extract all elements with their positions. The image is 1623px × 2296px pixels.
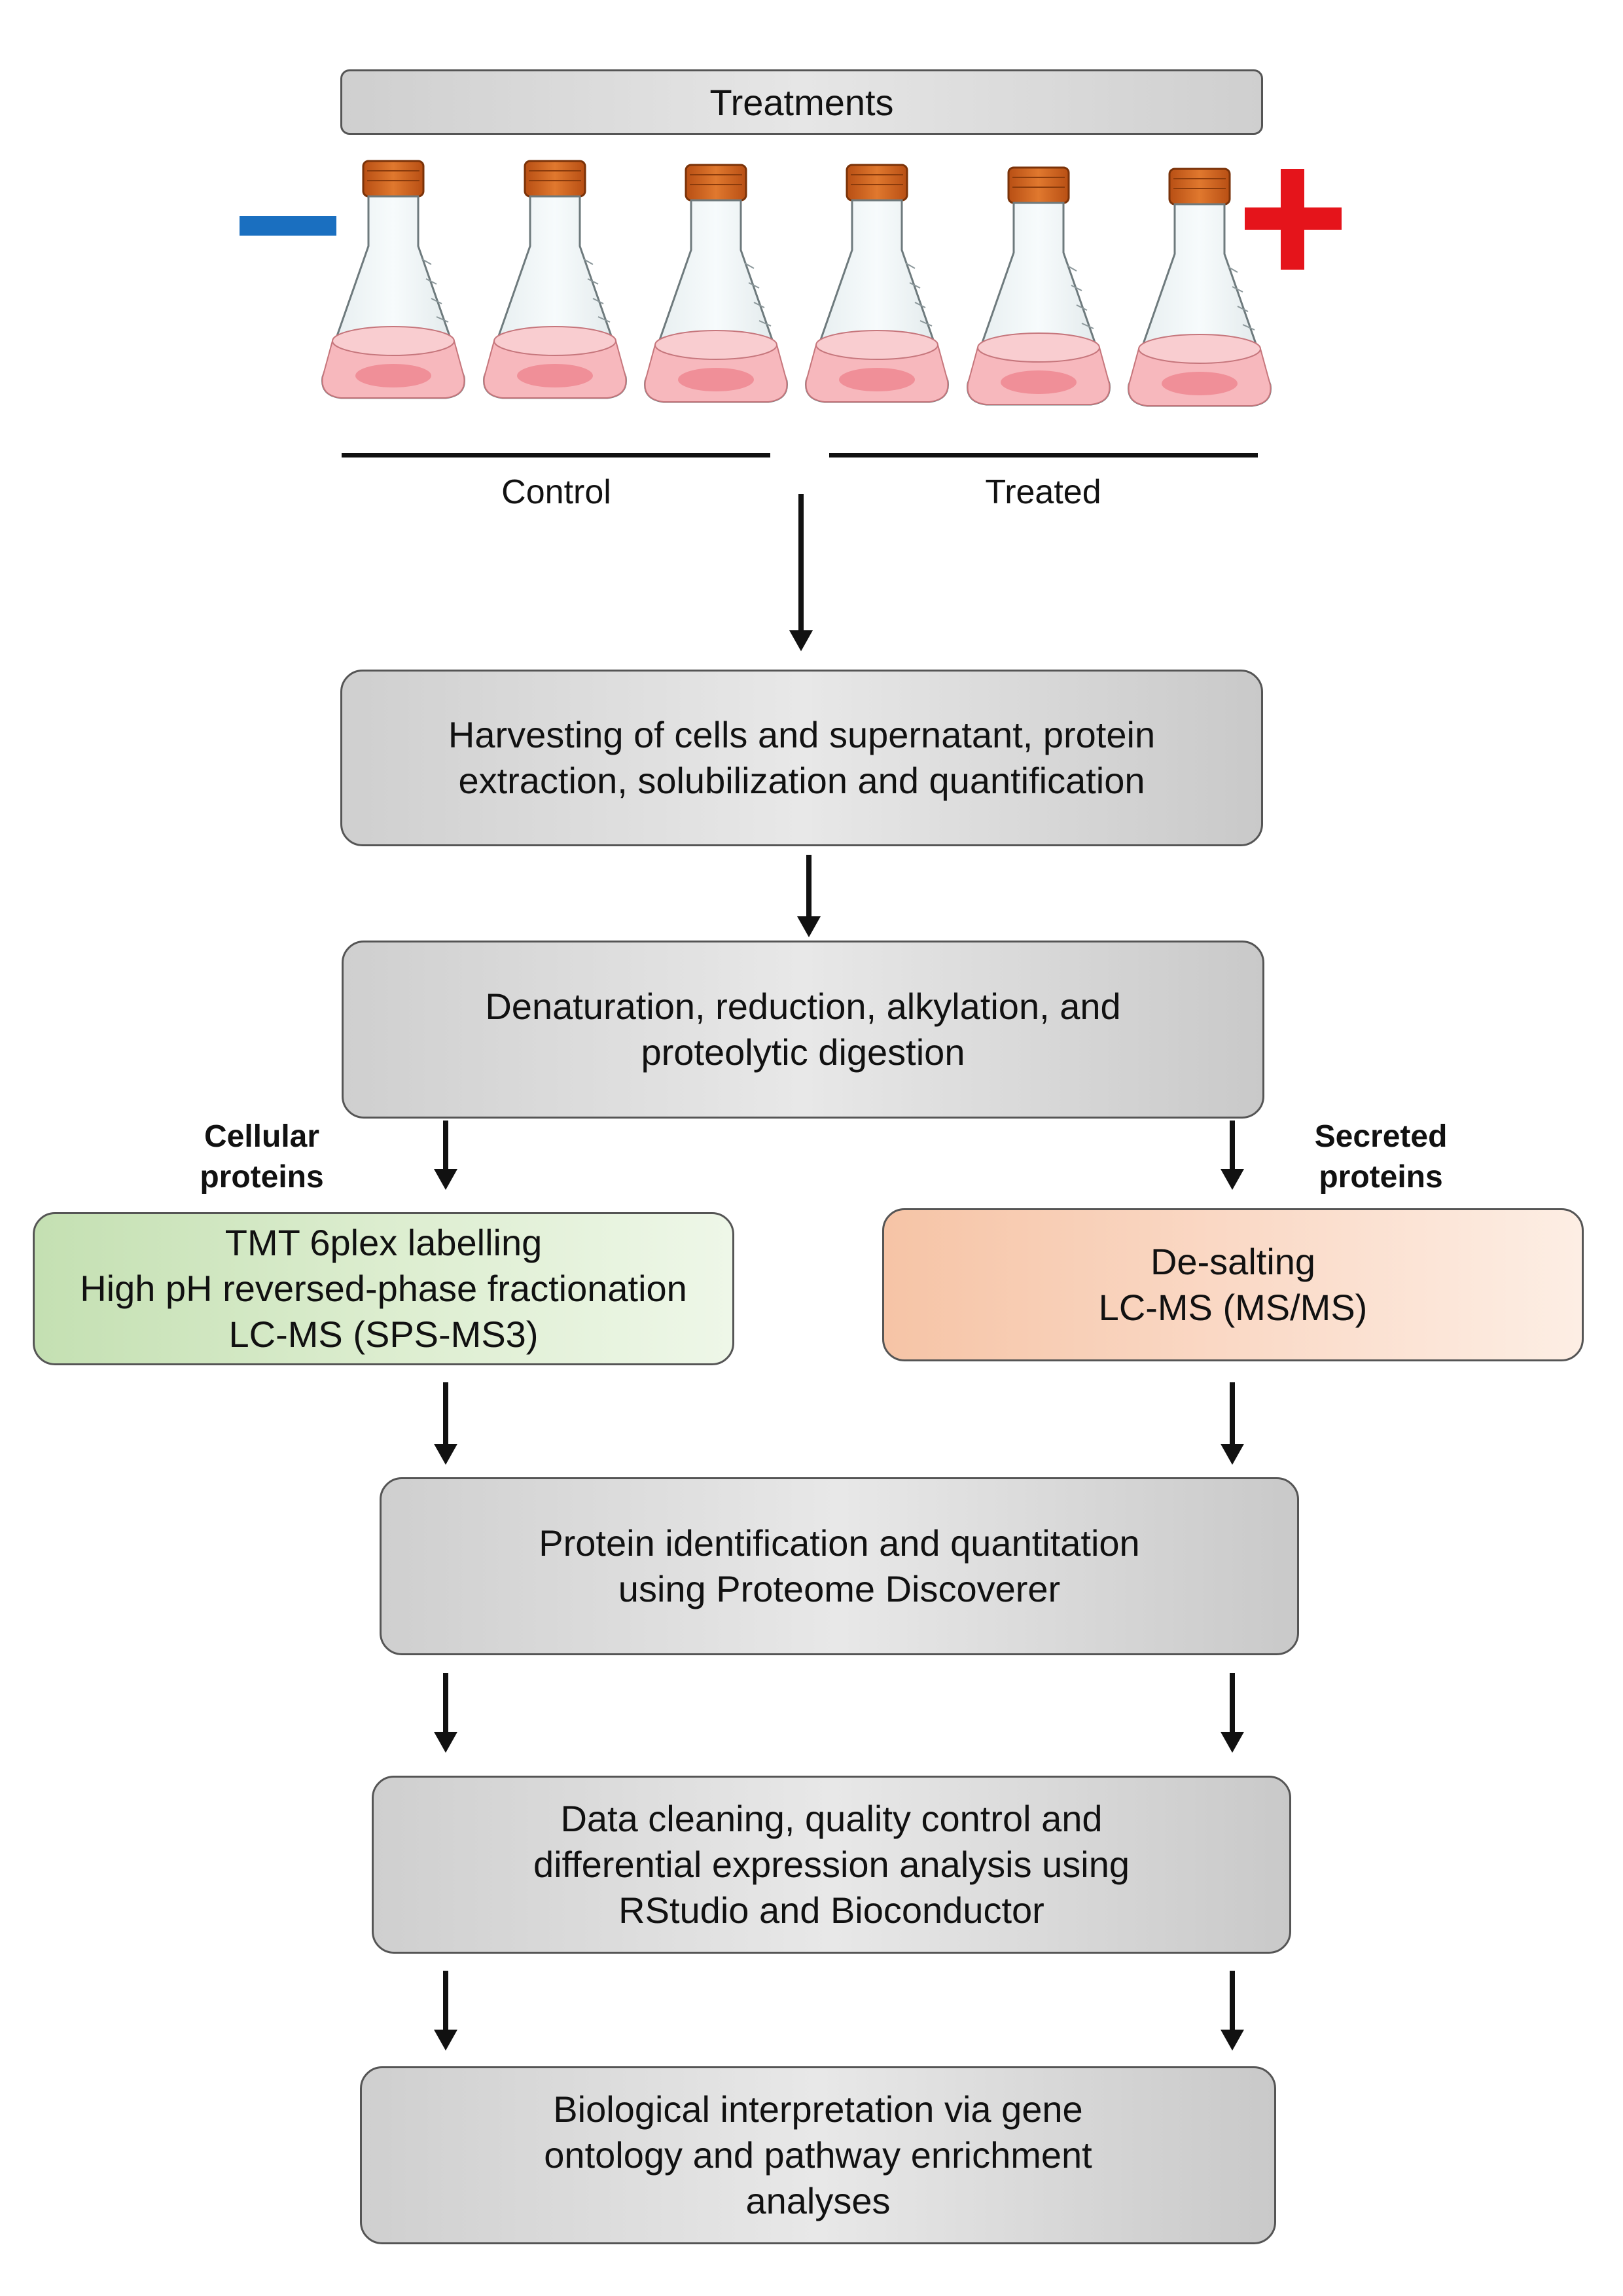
cellular-workflow-box: TMT 6plex labelling High pH reversed-pha… (33, 1212, 734, 1365)
cellular-line-1: TMT 6plex labelling (224, 1222, 543, 1263)
clean-line-2: differential expression analysis using (533, 1844, 1130, 1885)
flask-illustration (240, 160, 1342, 407)
arrow-to-harvest (798, 494, 804, 634)
arrow-left-to-interpret (443, 1971, 448, 2034)
cellular-proteins-label: Cellular proteins (200, 1119, 324, 1194)
cellular-line-2: High pH reversed-phase fractionation (80, 1268, 687, 1309)
flask-icon-6 (1128, 168, 1272, 407)
step-identify: Protein identification and quantitation … (380, 1477, 1299, 1655)
clean-line-1: Data cleaning, quality control and (560, 1798, 1103, 1839)
control-label: Control (501, 473, 611, 511)
treated-label: Treated (985, 473, 1101, 511)
flask-icon-3 (644, 164, 788, 403)
digest-line-1: Denaturation, reduction, alkylation, and (485, 986, 1121, 1027)
secreted-proteins-label: Secreted proteins (1314, 1119, 1448, 1194)
arrow-right-to-clean (1230, 1673, 1235, 1736)
secreted-line-2: LC-MS (MS/MS) (1098, 1287, 1368, 1328)
treated-underline (829, 453, 1258, 457)
control-underline (342, 453, 770, 457)
flask-icon-2 (483, 160, 627, 399)
interpret-line-3: analyses (745, 2180, 891, 2221)
flask-icon-4 (805, 164, 949, 403)
secreted-workflow-box: De-salting LC-MS (MS/MS) (882, 1208, 1584, 1361)
treatments-title: Treatments (709, 81, 894, 123)
harvest-line-1: Harvesting of cells and supernatant, pro… (448, 714, 1156, 755)
arrow-right-to-interpret (1230, 1971, 1235, 2034)
flask-icon-5 (967, 166, 1111, 406)
step-clean: Data cleaning, quality control and diffe… (372, 1776, 1291, 1954)
arrow-cellular-to-identify (443, 1382, 448, 1448)
minus-icon (240, 216, 336, 236)
identify-line-1: Protein identification and quantitation (539, 1522, 1140, 1564)
clean-line-3: RStudio and Bioconductor (618, 1890, 1044, 1931)
interpret-line-1: Biological interpretation via gene (553, 2089, 1083, 2130)
flask-icon-1 (321, 160, 465, 399)
harvest-line-2: extraction, solubilization and quantific… (458, 760, 1145, 801)
arrow-left-to-clean (443, 1673, 448, 1736)
cellular-line-3: LC-MS (SPS-MS3) (228, 1314, 539, 1355)
secreted-line-1: De-salting (1150, 1241, 1316, 1282)
step-interpret: Biological interpretation via gene ontol… (360, 2066, 1276, 2244)
arrow-to-cellular-box (443, 1121, 448, 1173)
step-digest: Denaturation, reduction, alkylation, and… (342, 941, 1264, 1119)
digest-line-2: proteolytic digestion (641, 1031, 965, 1073)
identify-line-2: using Proteome Discoverer (618, 1568, 1061, 1609)
step-harvest: Harvesting of cells and supernatant, pro… (340, 670, 1263, 846)
plus-icon (1245, 169, 1342, 270)
arrow-to-digest (806, 855, 812, 920)
treatments-banner: Treatments (340, 69, 1263, 135)
interpret-line-2: ontology and pathway enrichment (544, 2134, 1092, 2176)
arrow-secreted-to-identify (1230, 1382, 1235, 1448)
arrow-to-secreted-box (1230, 1121, 1235, 1173)
